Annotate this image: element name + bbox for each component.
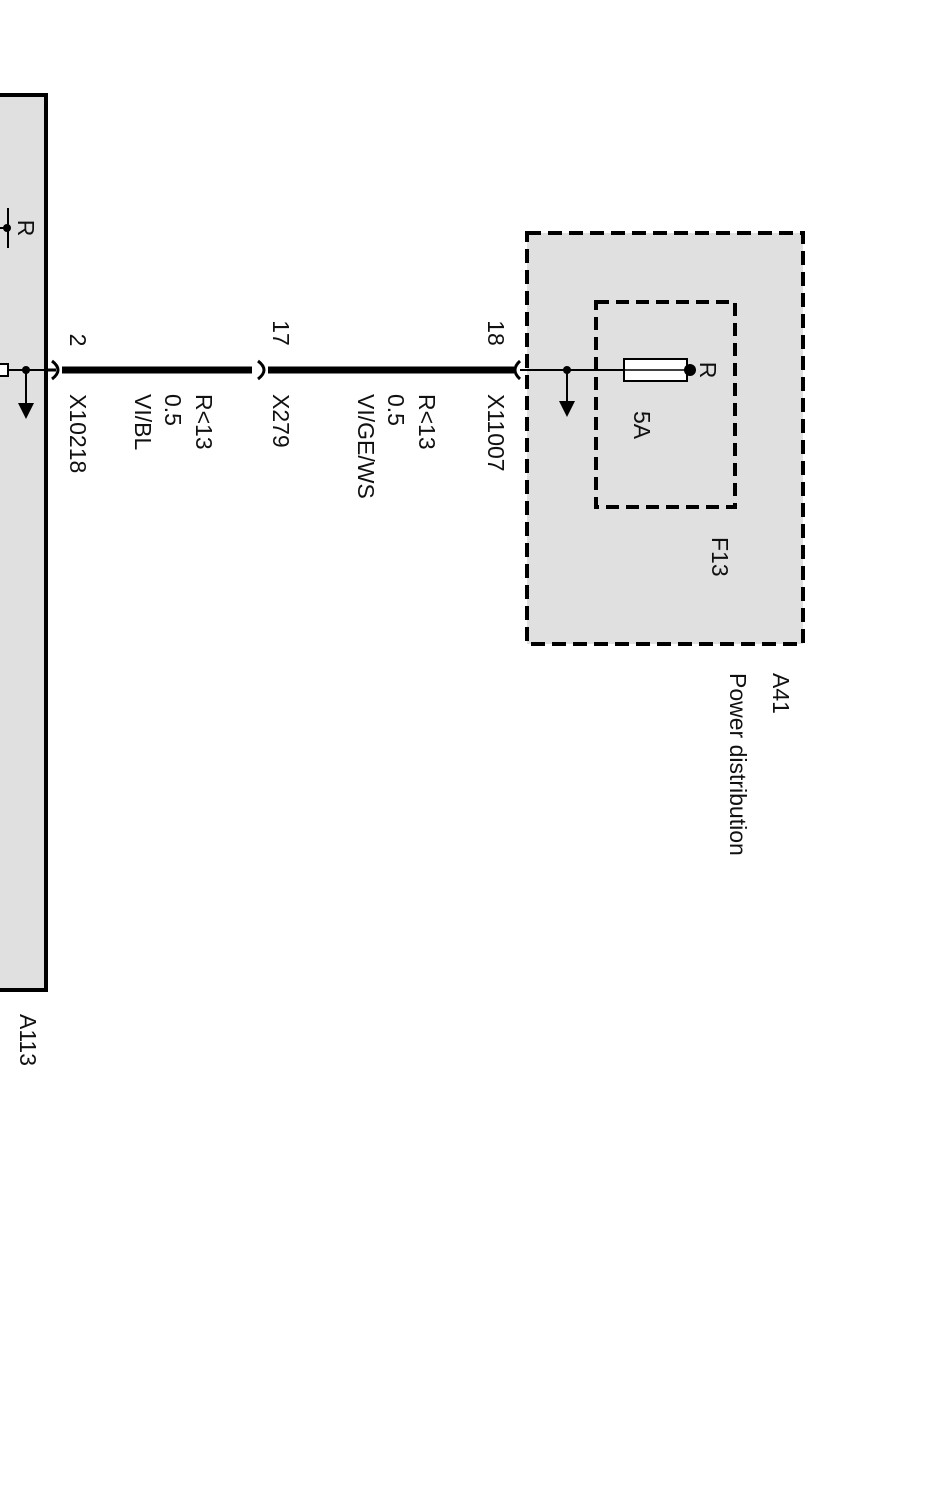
wire-1-color-code: VI/BL <box>130 394 156 450</box>
a113-pin-square <box>0 363 9 377</box>
a113-ground-arrow <box>18 403 34 419</box>
a41-ground-arrow <box>559 401 575 417</box>
wire-1-cross-section: 0.5 <box>160 394 186 426</box>
f13-label: F13 <box>707 537 733 577</box>
f13-rating: 5A <box>629 411 655 440</box>
x11007-pin-label: 18 <box>483 320 509 346</box>
x11007-symbol-icon <box>513 359 522 381</box>
connector-x11007[interactable]: 18 X11007 <box>483 320 522 472</box>
connector-x279[interactable]: 17 X279 <box>257 320 294 448</box>
x11007-label: X11007 <box>483 394 509 472</box>
connector-x10218[interactable]: 2 X10218 <box>46 334 91 474</box>
a41-description: Power distribution <box>725 673 751 856</box>
a113-r-pin-dot <box>3 224 11 232</box>
wire-2-labels: VI/GE/WS 0.5 R<13 <box>353 394 440 499</box>
f13-box <box>594 300 737 509</box>
wire-1-labels: VI/BL 0.5 R<13 <box>130 394 217 450</box>
component-a113[interactable]: R A113 <box>0 93 48 1066</box>
component-a41[interactable]: 18 X11007 R 5A F13 A41 Power distributio… <box>483 231 805 856</box>
a113-label: A113 <box>15 1014 41 1066</box>
wire-2-signal: R<13 <box>414 394 440 450</box>
x279-symbol-icon <box>257 359 266 381</box>
x10218-label: X10218 <box>65 394 91 473</box>
x10218-symbol-icon <box>51 359 60 381</box>
a41-box <box>525 231 805 646</box>
f13-terminal-dot <box>684 364 696 376</box>
component-f13[interactable]: R 5A F13 <box>594 300 737 577</box>
x279-label: X279 <box>268 394 294 448</box>
a113-r-pin-label: R <box>13 220 39 237</box>
f13-pin-label: R <box>695 362 721 379</box>
wire-2-color-code: VI/GE/WS <box>353 394 379 499</box>
a41-label: A41 <box>768 673 794 714</box>
x279-pin-label: 17 <box>268 320 294 346</box>
wire-2-cross-section: 0.5 <box>383 394 409 426</box>
x10218-pin-label: 2 <box>65 334 91 347</box>
wire-1-signal: R<13 <box>191 394 217 450</box>
